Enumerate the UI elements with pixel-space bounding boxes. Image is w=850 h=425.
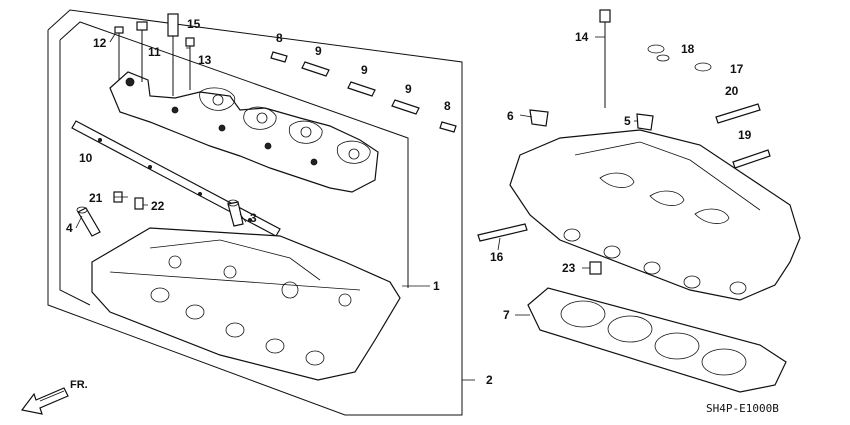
cylinder-head-left [91, 227, 401, 381]
sleeve-3 [227, 199, 244, 227]
head-gasket [527, 287, 787, 393]
bolt-11 [136, 21, 148, 82]
dowel-23 [589, 261, 602, 275]
callout-20: 20 [725, 84, 739, 98]
callout-15: 15 [187, 17, 201, 31]
callout-2: 2 [486, 373, 493, 387]
rocker-arm-assembly [109, 71, 379, 193]
callout-16: 16 [490, 250, 504, 264]
washer-18 [647, 44, 670, 62]
bolt-12 [114, 26, 124, 80]
diagram-code: SH4P-E1000B [706, 402, 779, 415]
callout-8-left: 8 [276, 31, 283, 45]
dowel-pin-8-right [439, 121, 457, 133]
callout-23: 23 [562, 261, 576, 275]
callout-17: 17 [730, 62, 744, 76]
callout-5: 5 [624, 114, 631, 128]
stud-19 [732, 149, 771, 169]
cylinder-head-right [509, 129, 801, 301]
collar-9-b [347, 81, 376, 97]
cap-5 [636, 113, 654, 131]
assembly-boundary-inner [59, 21, 409, 306]
stud-20 [715, 103, 761, 124]
callout-14: 14 [575, 30, 589, 44]
callout-21: 21 [89, 191, 103, 205]
callout-9-c: 9 [405, 82, 412, 96]
bolt-14 [599, 9, 611, 108]
callouts: 1 2 3 4 5 6 7 8 8 9 9 9 10 11 12 13 14 1… [66, 17, 752, 387]
stud-16 [477, 223, 528, 242]
callout-18: 18 [681, 42, 695, 56]
collar-9-c [391, 99, 420, 115]
callout-6: 6 [507, 109, 514, 123]
callout-9-b: 9 [361, 63, 368, 77]
callout-3: 3 [250, 211, 257, 225]
washer-17 [694, 62, 712, 72]
cap-6 [529, 109, 549, 127]
front-direction-label: FR. [70, 379, 88, 391]
dowel-22 [134, 197, 144, 210]
bolt-13 [185, 37, 195, 90]
callout-22: 22 [151, 199, 165, 213]
leader-lines [75, 33, 637, 381]
assembly-boundary-outer [47, 9, 463, 416]
bolt-15 [167, 13, 179, 96]
dowel-pin-8-left [270, 51, 288, 63]
collar-9-a [301, 61, 330, 77]
callout-11: 11 [148, 45, 161, 59]
front-direction-arrow-icon: FR. [20, 379, 88, 415]
callout-4: 4 [66, 221, 73, 235]
callout-8-right: 8 [444, 99, 451, 113]
callout-9-a: 9 [315, 44, 322, 58]
callout-1: 1 [433, 279, 440, 293]
callout-13: 13 [198, 53, 212, 67]
callout-7: 7 [503, 308, 510, 322]
callout-10: 10 [79, 151, 93, 165]
callout-19: 19 [738, 128, 752, 142]
rocker-shaft [71, 120, 281, 237]
sleeve-4 [76, 206, 101, 237]
callout-12: 12 [93, 36, 107, 50]
